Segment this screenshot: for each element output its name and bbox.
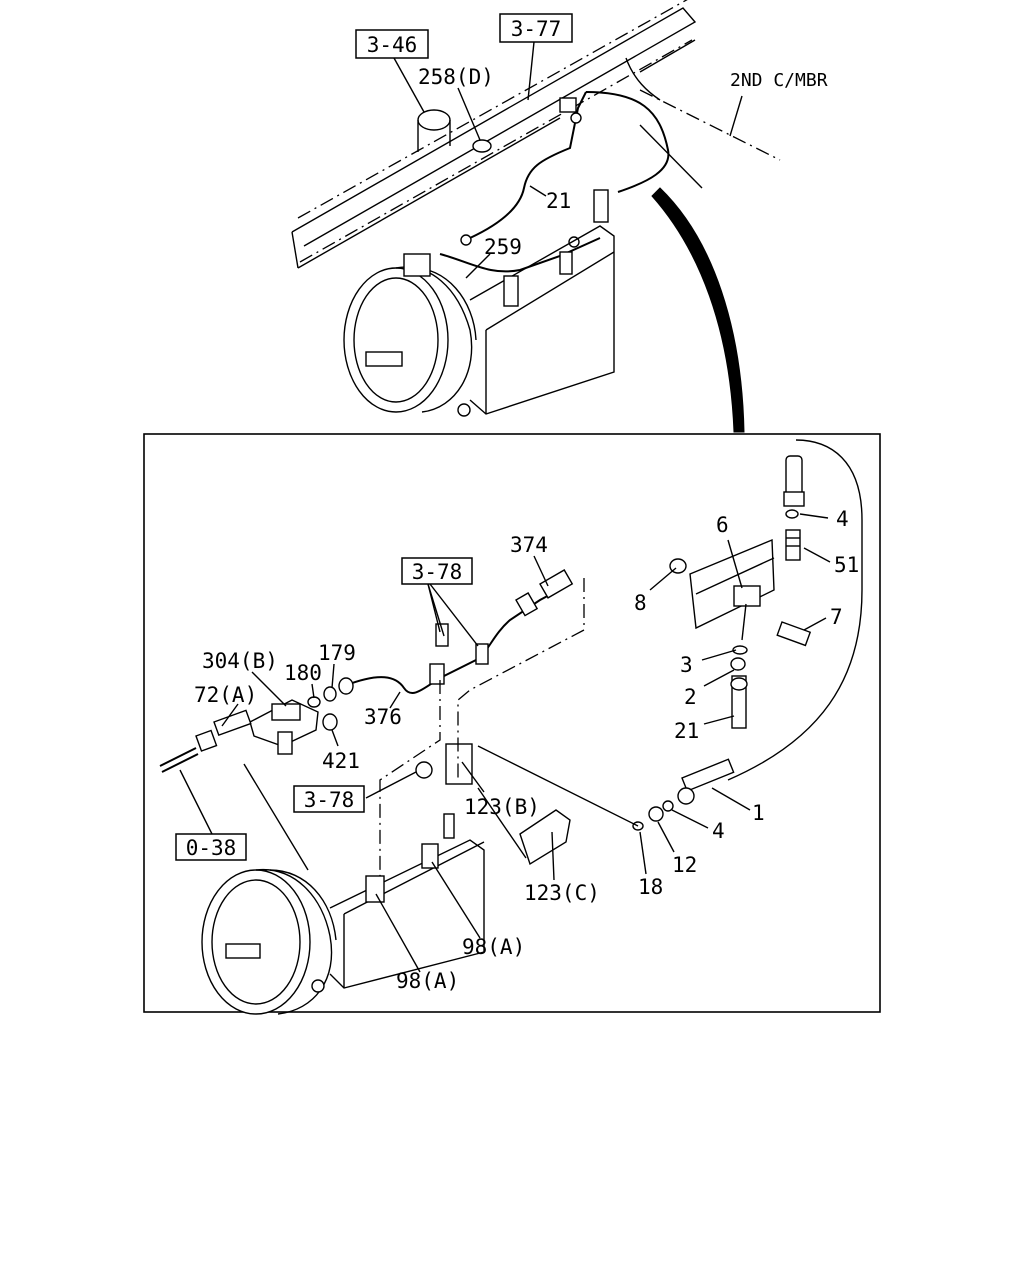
label-3: 3 <box>680 653 693 677</box>
ref-3-46-text: 3-46 <box>367 33 418 57</box>
label-258d: 258(D) <box>418 65 494 89</box>
label-8: 8 <box>634 591 647 615</box>
label-12: 12 <box>672 853 697 877</box>
ref-box-3-78-mid: 3-78 <box>293 785 365 813</box>
label-7: 7 <box>830 605 843 629</box>
label-374: 374 <box>510 533 548 557</box>
brake-chamber-top <box>343 225 615 417</box>
chain-line-1 <box>379 680 441 900</box>
label-304b: 304(B) <box>202 649 278 673</box>
lower-fittings <box>632 758 735 831</box>
cross-post <box>417 109 451 152</box>
bracket-304b <box>159 686 338 773</box>
ref-box-3-78-top: 3-78 <box>401 557 473 585</box>
frame-rail <box>291 0 781 269</box>
ref-box-3-77: 3-77 <box>499 13 573 43</box>
ref-3-77-text: 3-77 <box>511 17 562 41</box>
leaders <box>179 513 831 973</box>
label-4-upper: 4 <box>836 507 849 531</box>
detail-view: 3-78 3-78 0-38 374 304(B) 179 180 72(A) … <box>143 433 881 1015</box>
bracket-123c <box>519 809 571 866</box>
top-view: 3-46 3-77 258(D) 2ND C/MBR 21 259 <box>291 0 828 433</box>
ref-box-3-46: 3-46 <box>355 29 429 59</box>
brake-pipes <box>439 91 670 273</box>
label-2nd-cmbr: 2ND C/MBR <box>730 70 828 91</box>
label-72a: 72(A) <box>194 683 257 707</box>
label-123c: 123(C) <box>524 881 600 905</box>
label-51: 51 <box>834 553 859 577</box>
label-1: 1 <box>752 801 765 825</box>
label-376: 376 <box>364 705 402 729</box>
grommet-258d <box>472 139 492 153</box>
ref-box-0-38: 0-38 <box>175 833 247 861</box>
label-180: 180 <box>284 661 322 685</box>
label-4-lower: 4 <box>712 819 725 843</box>
label-98a-right: 98(A) <box>462 935 525 959</box>
bracket-123b <box>415 743 473 839</box>
ref-3-78-mid-text: 3-78 <box>304 788 355 812</box>
chain-line-2 <box>457 578 585 780</box>
flex-hose-1 <box>727 439 863 781</box>
upper-fittings <box>783 455 805 561</box>
label-123b: 123(B) <box>464 795 540 819</box>
bracket-6 <box>669 538 812 729</box>
label-259: 259 <box>484 235 522 259</box>
label-21-top: 21 <box>546 189 571 213</box>
brake-chamber-detail <box>201 839 485 1015</box>
detail-frame <box>143 433 881 1013</box>
label-21-detail: 21 <box>674 719 699 743</box>
label-421: 421 <box>322 749 360 773</box>
detail-arrow <box>651 187 745 433</box>
ref-0-38-text: 0-38 <box>186 836 237 860</box>
pipe-376 <box>338 569 574 695</box>
ref-3-78-top-text: 3-78 <box>412 560 463 584</box>
label-2: 2 <box>684 685 697 709</box>
label-6: 6 <box>716 513 729 537</box>
label-18: 18 <box>638 875 663 899</box>
label-179: 179 <box>318 641 356 665</box>
label-98a-left: 98(A) <box>396 969 459 993</box>
